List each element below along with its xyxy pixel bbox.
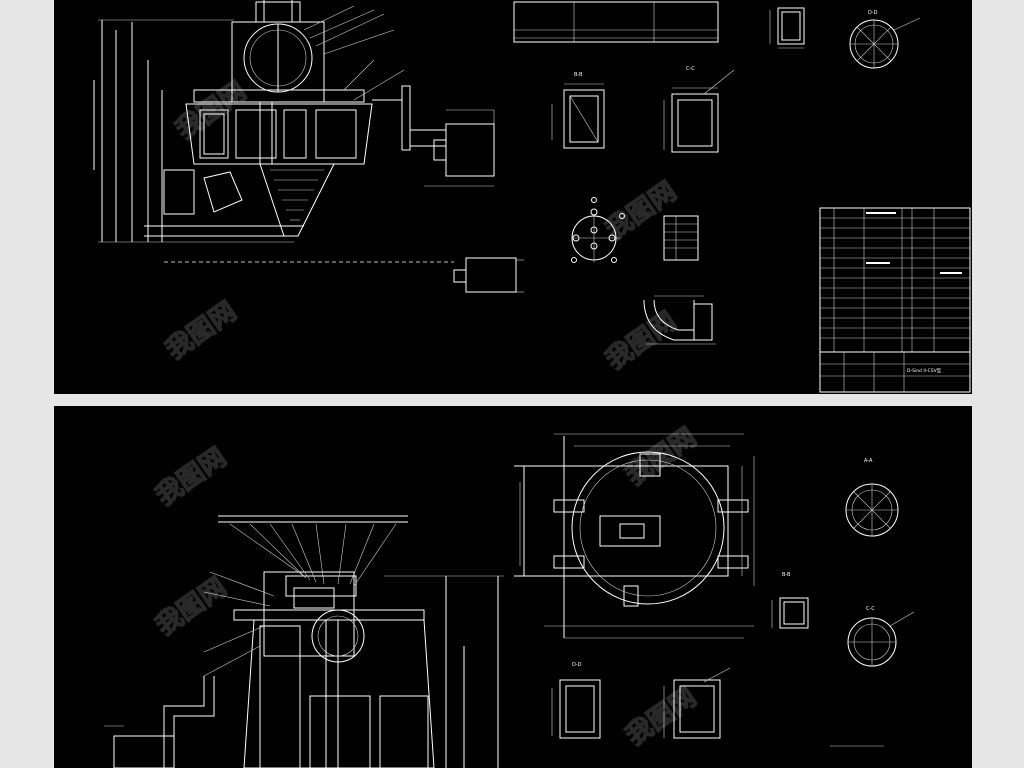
watermark-group: 我图网 我图网 我图网 我图网 [150,422,702,753]
flange-detail-d: D-D [849,10,921,69]
title-block-name: D-Sind II-CSV型 [907,367,942,374]
legend-table [663,215,699,261]
pipe-assembly [164,85,524,293]
section-view-b: B-B [771,572,809,629]
section-view-a [769,7,805,49]
watermark-text: 我图网 [621,422,702,491]
section-view-b: B-B [551,72,605,149]
watermark-text: 我图网 [601,306,682,375]
chute-detail [643,295,716,345]
parts-list-table: D-Sind II-CSV型 [819,207,971,393]
view-label-c: C-C [866,606,875,612]
view-label-c: C-C [686,66,695,72]
section-view-c: C-C [663,66,735,153]
watermark-text: 我图网 [601,176,682,245]
cad-drawing-bottom-svg: A-A B-B C-C D-D 我图网 我图网 我图网 我图网 [104,422,915,768]
section-view-e [663,667,731,739]
plan-view [514,433,755,639]
top-dimension-frame [513,1,719,43]
cad-drawing-sheet-bottom: A-A B-B C-C D-D 我图网 我图网 我图网 我图网 [54,406,972,768]
view-label-d: D-D [868,10,878,16]
flange-detail-a: A-A [845,458,899,537]
watermark-text: 我图网 [171,76,252,145]
watermark-text: 我图网 [161,296,242,365]
flange-detail-c: C-C [847,606,915,667]
main-elevation-view [104,515,504,768]
cad-drawing-sheet-top: B-B C-C D-D [54,0,972,394]
watermark-text: 我图网 [151,572,232,641]
vertical-dimensions [93,19,294,243]
view-label-b: B-B [574,72,583,78]
view-label-d: D-D [572,662,582,668]
watermark-text: 我图网 [151,442,232,511]
view-label-b: B-B [782,572,791,578]
watermark-text: 我图网 [621,682,702,751]
section-view-d: D-D [551,662,601,739]
view-label-a: A-A [864,458,873,464]
bolt-pattern-detail [571,197,625,263]
cad-drawing-top-svg: B-B C-C D-D [93,0,971,393]
main-elevation-view [144,0,405,237]
